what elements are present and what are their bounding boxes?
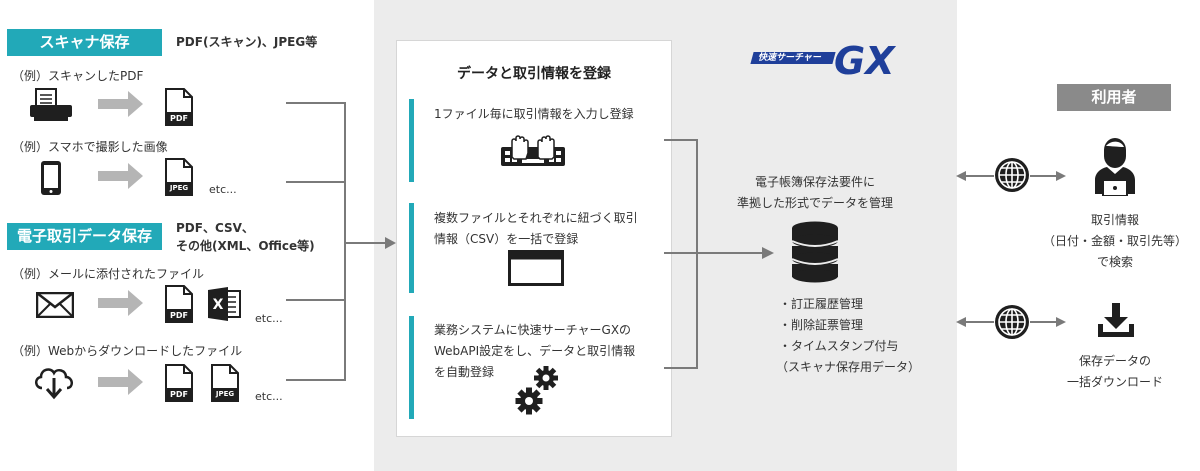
register-title: データと取引情報を登録 [457, 66, 611, 82]
registration-panel [396, 40, 672, 437]
gray-arrow [98, 91, 143, 117]
excel-icon: X [208, 287, 241, 321]
step3-text-line3: を自動登録 [434, 365, 495, 379]
jpeg-file-icon: JPEG [210, 364, 240, 402]
example-web-download: （例）Webからダウンロードしたファイル [12, 344, 243, 358]
arrow-head [385, 237, 396, 249]
feature-timestamp: ・タイムスタンプ付与 [779, 339, 899, 353]
etc-label: etc... [255, 312, 283, 325]
keyboard-typing-icon [501, 135, 565, 166]
database-icon [791, 221, 839, 283]
logo-gx-text: GX [834, 39, 895, 83]
pdf-label: PDF [170, 114, 188, 123]
arrow-head [762, 247, 774, 259]
step1-text: 1ファイル毎に取引情報を入力し登録 [434, 107, 634, 121]
edi-formats-line1: PDF、CSV、 [176, 221, 254, 235]
gray-arrow [98, 290, 143, 316]
edi-save-tag: 電子取引データ保存 [7, 223, 162, 250]
pdf-label: PDF [170, 311, 188, 320]
feature-deletion-record: ・削除証票管理 [779, 318, 864, 332]
feature-timestamp-note: （スキャナ保存用データ） [776, 360, 921, 374]
jpeg-label: JPEG [215, 390, 235, 398]
gray-arrow [98, 163, 143, 189]
search-text-line1: 取引情報 [1090, 213, 1139, 227]
smartphone-icon [41, 161, 61, 195]
step3-text-line1: 業務システムに快速サーチャーGXの [434, 323, 632, 337]
step-accent-bar [409, 316, 414, 419]
example-mail-attachment: （例）メールに添付されたファイル [12, 267, 205, 281]
cloud-download-icon [35, 368, 73, 400]
step3-text-line2: WebAPI設定をし、データと取引情報 [434, 344, 636, 358]
storage-caption-line2: 準拠した形式でデータを管理 [736, 196, 893, 210]
scanner-formats: PDF(スキャン)、JPEG等 [176, 35, 318, 49]
gray-arrow [98, 369, 143, 395]
logo-small-text: 快速サーチャー [758, 53, 821, 63]
gears-icon [515, 366, 558, 415]
pdf-file-icon: PDF [164, 285, 194, 323]
step-accent-bar [409, 99, 414, 182]
step2-text-line1: 複数ファイルとそれぞれに紐づく取引 [434, 211, 638, 225]
example-scan-pdf: （例）スキャンしたPDF [12, 69, 144, 83]
download-text-line2: 一括ダウンロード [1066, 375, 1163, 389]
user-at-computer-icon [1095, 138, 1135, 196]
download-icon [1098, 303, 1134, 337]
scanner-icon [30, 88, 72, 121]
globe-icon [995, 158, 1029, 192]
step2-text-line2: 情報（CSV）を一括で登録 [434, 232, 579, 246]
left-bracket-line [286, 102, 346, 381]
search-text-line2: （日付・金額・取引先等） [1042, 234, 1187, 248]
user-tag: 利用者 [1057, 84, 1171, 111]
gx-logo: 快速サーチャー GX [750, 39, 912, 83]
example-phone-photo: （例）スマホで撮影した画像 [12, 140, 168, 154]
browser-window-icon [508, 250, 564, 286]
search-text-line3: で検索 [1096, 255, 1133, 269]
scanner-save-tag: スキャナ保存 [7, 29, 162, 56]
jpeg-label: JPEG [169, 184, 189, 192]
pdf-file-icon: PDF [164, 88, 194, 126]
jpeg-file-icon: JPEG [164, 158, 194, 196]
etc-label: etc... [209, 183, 237, 196]
feature-correction-history: ・訂正履歴管理 [779, 297, 864, 311]
envelope-icon [36, 292, 74, 318]
edi-formats-line2: その他(XML、Office等) [176, 239, 315, 253]
storage-caption-line1: 電子帳簿保存法要件に [754, 175, 875, 189]
etc-label: etc... [255, 390, 283, 403]
svg-text:X: X [213, 297, 224, 313]
download-text-line1: 保存データの [1078, 354, 1151, 368]
step-accent-bar [409, 203, 414, 293]
pdf-label: PDF [170, 390, 188, 399]
globe-icon [995, 305, 1029, 339]
pdf-file-icon: PDF [164, 364, 194, 402]
